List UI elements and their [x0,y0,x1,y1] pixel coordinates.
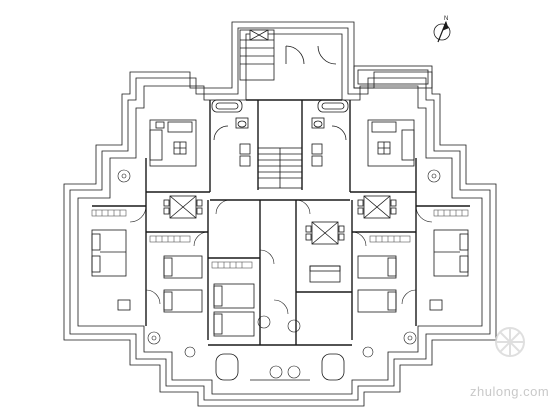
exterior-wall-outline [63,21,497,407]
dining-table-left [163,195,203,219]
wardrobe-hatching [91,209,469,269]
plants [117,169,441,379]
north-label: N [444,16,448,22]
top-right-balcony [353,65,433,89]
central-staircase [257,147,303,189]
zhulong-logo-icon [495,327,525,357]
bedroom-left-inner [163,255,203,313]
living-room-left [149,119,197,167]
dining-table-center [305,221,345,245]
bathroom-upper-left [211,99,251,167]
door-swings [129,199,433,315]
north-arrow-icon [433,20,451,43]
bedroom-far-right [429,229,469,311]
living-room-right [367,119,415,167]
interior-walls [92,99,470,346]
bathroom-upper-right [311,99,349,167]
bedroom-center [213,283,255,337]
top-stair-block [239,29,337,81]
center-sofa [309,265,341,283]
dining-table-right [357,195,397,219]
watermark-text: zhulong.com [470,384,550,399]
bedroom-far-left [91,229,131,311]
bedroom-right-inner [357,255,397,313]
bottom-balcony-fixtures [215,353,345,381]
